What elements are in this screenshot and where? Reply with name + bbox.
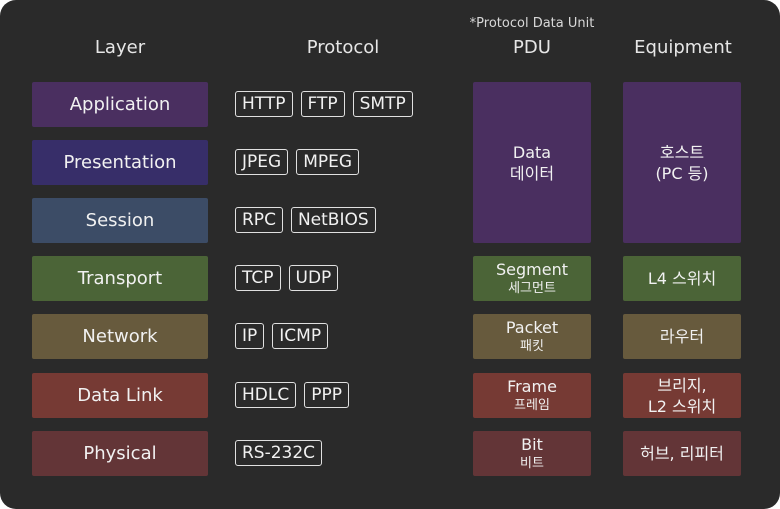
protocol-chip: HTTP bbox=[235, 91, 293, 117]
protocol-chip: FTP bbox=[300, 91, 345, 117]
equipment-hub-label: 허브, 리피터 bbox=[640, 444, 724, 463]
protocols-data-link: HDLC PPP bbox=[235, 382, 357, 410]
protocols-session: RPC NetBIOS bbox=[235, 207, 384, 235]
equipment-hub: 허브, 리피터 bbox=[623, 431, 741, 476]
protocol-chip: PPP bbox=[304, 382, 349, 408]
pdu-data-label: Data bbox=[512, 142, 552, 162]
pdu-data: Data 데이터 bbox=[473, 82, 591, 243]
pdu-segment: Segment 세그먼트 bbox=[473, 256, 591, 301]
equipment-host-line1: 호스트 bbox=[659, 142, 705, 162]
pdu-segment-label-ko: 세그먼트 bbox=[508, 280, 556, 296]
protocol-chip: JPEG bbox=[235, 149, 289, 175]
protocol-chip: RPC bbox=[235, 207, 283, 233]
protocol-chip: IP bbox=[235, 323, 265, 349]
pdu-frame-label: Frame bbox=[507, 376, 557, 396]
layer-header: Layer bbox=[94, 37, 146, 58]
equipment-header: Equipment bbox=[634, 37, 732, 58]
protocol-chip: UDP bbox=[288, 265, 339, 291]
protocol-header: Protocol bbox=[306, 37, 380, 58]
equipment-router-label: 라우터 bbox=[659, 327, 705, 346]
pdu-packet: Packet 패킷 bbox=[473, 314, 591, 359]
layer-application: Application bbox=[32, 82, 208, 127]
pdu-data-label-ko: 데이터 bbox=[509, 163, 555, 183]
equipment-host: 호스트 (PC 등) bbox=[623, 82, 741, 243]
protocols-transport: TCP UDP bbox=[235, 265, 346, 293]
equipment-bridge: 브리지, L2 스위치 bbox=[623, 373, 741, 418]
layer-presentation: Presentation bbox=[32, 140, 208, 185]
equipment-host-line2: (PC 등) bbox=[655, 163, 709, 183]
protocols-physical: RS-232C bbox=[235, 440, 330, 468]
pdu-frame: Frame 프레임 bbox=[473, 373, 591, 418]
protocols-network: IP ICMP bbox=[235, 323, 336, 351]
protocol-chip: ICMP bbox=[272, 323, 329, 349]
pdu-bit-label: Bit bbox=[521, 434, 543, 454]
pdu-packet-label-ko: 패킷 bbox=[520, 338, 544, 354]
layer-data-link: Data Link bbox=[32, 373, 208, 418]
pdu-footnote: *Protocol Data Unit bbox=[469, 16, 595, 31]
protocol-chip: SMTP bbox=[352, 91, 413, 117]
protocol-chip: RS-232C bbox=[235, 440, 323, 466]
layer-session: Session bbox=[32, 198, 208, 243]
pdu-header: PDU bbox=[513, 37, 551, 58]
equipment-l4-switch: L4 스위치 bbox=[623, 256, 741, 301]
equipment-l4-label: L4 스위치 bbox=[647, 269, 717, 288]
pdu-bit: Bit 비트 bbox=[473, 431, 591, 476]
equipment-bridge-line2: L2 스위치 bbox=[647, 396, 717, 416]
pdu-segment-label: Segment bbox=[496, 259, 568, 279]
protocol-chip: HDLC bbox=[235, 382, 297, 408]
protocol-chip: NetBIOS bbox=[290, 207, 376, 233]
layer-network: Network bbox=[32, 314, 208, 359]
protocol-chip: TCP bbox=[235, 265, 281, 291]
layer-transport: Transport bbox=[32, 256, 208, 301]
equipment-bridge-line1: 브리지, bbox=[657, 375, 707, 395]
protocols-application: HTTP FTP SMTP bbox=[235, 91, 421, 119]
pdu-bit-label-ko: 비트 bbox=[520, 455, 544, 471]
equipment-router: 라우터 bbox=[623, 314, 741, 359]
pdu-frame-label-ko: 프레임 bbox=[514, 397, 550, 413]
protocols-presentation: JPEG MPEG bbox=[235, 149, 367, 177]
protocol-chip: MPEG bbox=[296, 149, 360, 175]
pdu-packet-label: Packet bbox=[505, 317, 559, 337]
layer-physical: Physical bbox=[32, 431, 208, 476]
